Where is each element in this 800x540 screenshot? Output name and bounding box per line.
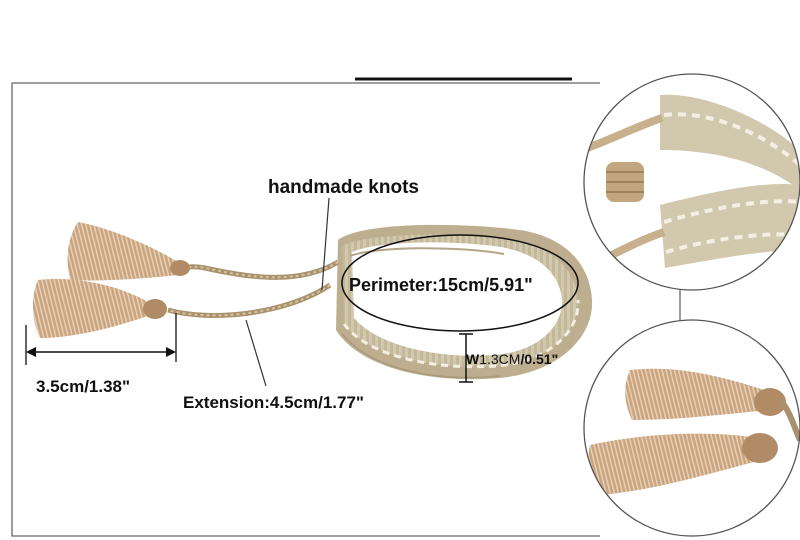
knots-pointer xyxy=(321,197,330,291)
width-value: 1.3CM xyxy=(479,351,521,367)
frame xyxy=(11,77,681,537)
tassel-length-label: 3.5cm/1.38" xyxy=(36,377,131,396)
width-marker xyxy=(459,333,473,383)
extension-pointer xyxy=(245,319,267,387)
handmade-knots-label: handmade knots xyxy=(268,177,419,198)
tassel-upper xyxy=(67,222,190,281)
zoom-knots xyxy=(583,73,800,291)
tassel-lower xyxy=(32,279,167,338)
perimeter-marker xyxy=(341,234,579,332)
extension-label: Extension:4.5cm/1.77" xyxy=(183,393,364,412)
zoom-tassels xyxy=(583,319,800,537)
width-suffix: /0.51" xyxy=(520,351,559,367)
width-prefix: W xyxy=(466,351,480,367)
tassel-length-marker xyxy=(25,313,177,365)
bracelet-band xyxy=(336,224,593,380)
perimeter-label: Perimeter:15cm/5.91" xyxy=(349,275,533,295)
cord xyxy=(167,259,340,318)
width-label: W1.3CM/0.51" xyxy=(466,352,558,366)
